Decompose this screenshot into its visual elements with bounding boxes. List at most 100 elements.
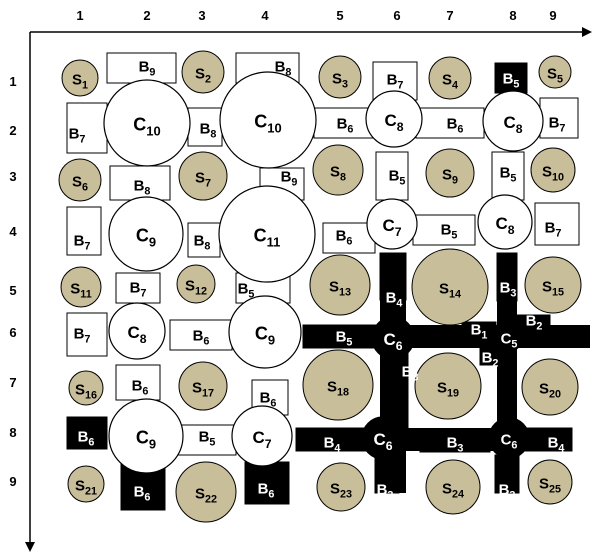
sensor-label: S7 [195, 169, 211, 189]
sensor-S25 [527, 459, 573, 505]
node-label: C10 [133, 114, 160, 138]
beam-B3 [496, 252, 518, 302]
column-tick-label: 1 [76, 8, 83, 23]
row-tick-label: 6 [9, 325, 16, 340]
row-tick-label: 8 [9, 425, 16, 440]
node-C10 [219, 71, 317, 169]
beam-label: B4 [386, 289, 403, 309]
beam-B6 [169, 319, 233, 351]
sensor-label: S21 [75, 477, 97, 497]
sensor-S7 [178, 151, 228, 201]
beam-B5 [173, 424, 237, 456]
sensor-S22 [175, 461, 237, 523]
beam-label: B6 [447, 115, 464, 135]
beam-label: B6 [78, 428, 95, 448]
sensor-label: S15 [542, 278, 564, 298]
beam-B3 [494, 454, 520, 494]
beam-B7 [66, 206, 102, 256]
node-label: C8 [127, 323, 146, 346]
sensor-label: S25 [539, 475, 561, 495]
beam-B6 [322, 222, 376, 254]
sensor-S9 [425, 148, 475, 198]
sensor-label: S17 [192, 379, 214, 399]
node-label: C5 [501, 330, 518, 350]
beam-label: B6 [336, 227, 353, 247]
beam-B7 [539, 97, 579, 139]
beam-label: B5 [503, 70, 520, 90]
sensor-S1 [61, 59, 99, 97]
sensor-S24 [425, 459, 481, 515]
sensor-label: S11 [70, 280, 91, 300]
sensor-S5 [538, 55, 572, 89]
column-tick-label: 6 [393, 8, 400, 23]
beam-label: B2 [526, 312, 543, 332]
node-C6 [488, 417, 530, 459]
beam-label: B4 [324, 434, 341, 454]
beam-label: B4 [548, 434, 565, 454]
sensor-S16 [68, 370, 104, 406]
node-C9 [228, 295, 302, 369]
node-label: C6 [501, 431, 518, 451]
sensor-S4 [428, 56, 472, 100]
beam-label: B3 [377, 481, 394, 501]
beam-label: B5 [500, 164, 517, 184]
beam-label: B7 [545, 219, 562, 239]
node-C9 [108, 398, 184, 474]
sensor-label: S22 [195, 485, 217, 505]
beam-label: B5 [336, 328, 353, 348]
beam-label: B3 [499, 481, 516, 501]
column-tick-label: 4 [261, 8, 269, 23]
beam-label: B1 [471, 321, 488, 341]
beam-label: B3 [402, 363, 419, 383]
sensor-S20 [521, 358, 579, 416]
sensor-label: S24 [442, 480, 464, 500]
beam-label: B5 [389, 167, 406, 187]
sensor-label: S3 [332, 70, 348, 90]
beam-label: B9 [281, 168, 298, 188]
node-label: C8 [495, 214, 514, 237]
beam-B3 [374, 454, 400, 494]
node-C7 [231, 405, 293, 467]
beam-label: B7 [130, 279, 147, 299]
sensor-label: S6 [72, 173, 88, 193]
beam-label: B5 [199, 428, 216, 448]
sensor-label: S20 [539, 380, 561, 400]
sensor-label: S19 [437, 379, 459, 399]
beam-label: B6 [134, 483, 151, 503]
beam-label: B6 [337, 115, 354, 135]
sensor-S23 [316, 462, 366, 512]
node-label: C7 [382, 216, 401, 239]
node-C8 [108, 302, 166, 360]
beam-label: B7 [549, 114, 566, 134]
sensor-label: S13 [329, 278, 351, 298]
sensor-label: S2 [195, 65, 211, 85]
beam-label: B7 [69, 125, 86, 145]
node-circles [103, 71, 544, 474]
column-tick-label: 2 [143, 8, 150, 23]
beam-B5 [412, 214, 476, 246]
node-C8 [477, 194, 533, 250]
node-C8 [482, 90, 544, 152]
beam-label: B7 [74, 232, 91, 252]
node-label: C6 [383, 330, 402, 353]
node-C7 [366, 198, 418, 250]
sensor-label: S5 [547, 65, 563, 85]
beam-B7 [66, 312, 108, 357]
sensor-S18 [302, 349, 374, 421]
beam-label: B6 [132, 377, 149, 397]
beam-label: B2 [482, 349, 499, 369]
column-tick-label: 5 [336, 8, 343, 23]
beam-label: B8 [275, 58, 292, 78]
column-tick-label: 9 [549, 8, 556, 23]
column-tick-label: 8 [509, 8, 516, 23]
sensor-S10 [530, 147, 576, 193]
beam-label: B7 [387, 71, 404, 91]
sensor-label: S9 [442, 166, 458, 186]
sensor-S14 [411, 248, 489, 326]
sensor-label: S8 [330, 163, 346, 183]
sensor-S19 [414, 352, 482, 420]
beam-B5 [491, 151, 525, 201]
beam-label: B6 [260, 389, 277, 409]
column-tick-label: 3 [198, 8, 205, 23]
